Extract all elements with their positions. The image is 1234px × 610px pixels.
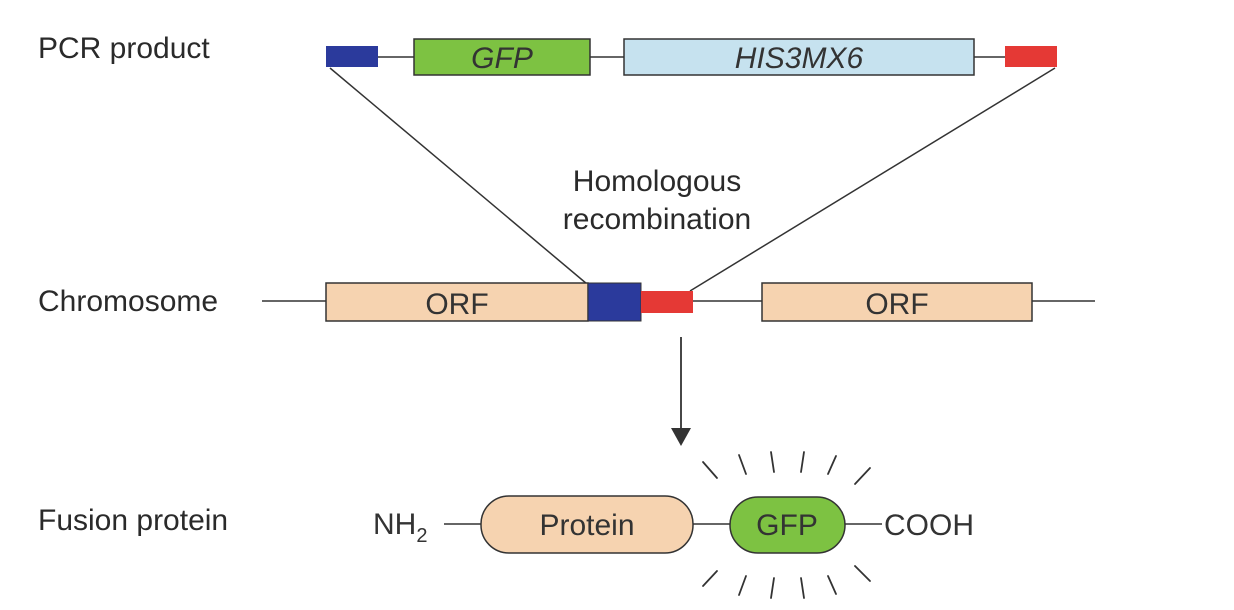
orf-left-label: ORF (425, 288, 488, 321)
gfp-domain-label: GFP (756, 509, 818, 542)
gfp-domain (729, 496, 846, 554)
homology-arm-left (326, 46, 378, 67)
cooh-terminus-label: COOH (884, 509, 974, 542)
recombination-line-right (689, 67, 1056, 292)
down-arrow-icon (671, 337, 691, 446)
gfp-cassette (413, 38, 591, 76)
recombination-label-line1: Homologous (573, 165, 741, 198)
his3mx6-marker-label: HIS3MX6 (735, 42, 864, 75)
gfp-cassette-label: GFP (471, 42, 533, 75)
integrated-homology-right (641, 291, 693, 313)
homology-arm-right (1005, 46, 1057, 67)
fluorescence-rays-icon (702, 451, 871, 599)
recombination-line-left (329, 67, 588, 285)
protein-domain-label: Protein (539, 509, 634, 542)
fusion-protein: NH2 Protein GFP COOH (373, 495, 974, 554)
nh2-terminus-label: NH2 (373, 508, 427, 547)
integrated-homology-left (587, 282, 642, 322)
orf-right (761, 282, 1033, 322)
chromosome-track: ORF ORF (262, 282, 1095, 322)
row-label-pcr-product: PCR product (38, 32, 210, 65)
recombination-label-line2: recombination (563, 203, 751, 236)
row-label-fusion-protein: Fusion protein (38, 504, 228, 537)
his3mx6-marker (623, 38, 975, 76)
pcr-product-construct: GFP HIS3MX6 (326, 38, 1057, 76)
orf-right-label: ORF (865, 288, 928, 321)
orf-left (325, 282, 589, 322)
row-label-chromosome: Chromosome (38, 285, 218, 318)
